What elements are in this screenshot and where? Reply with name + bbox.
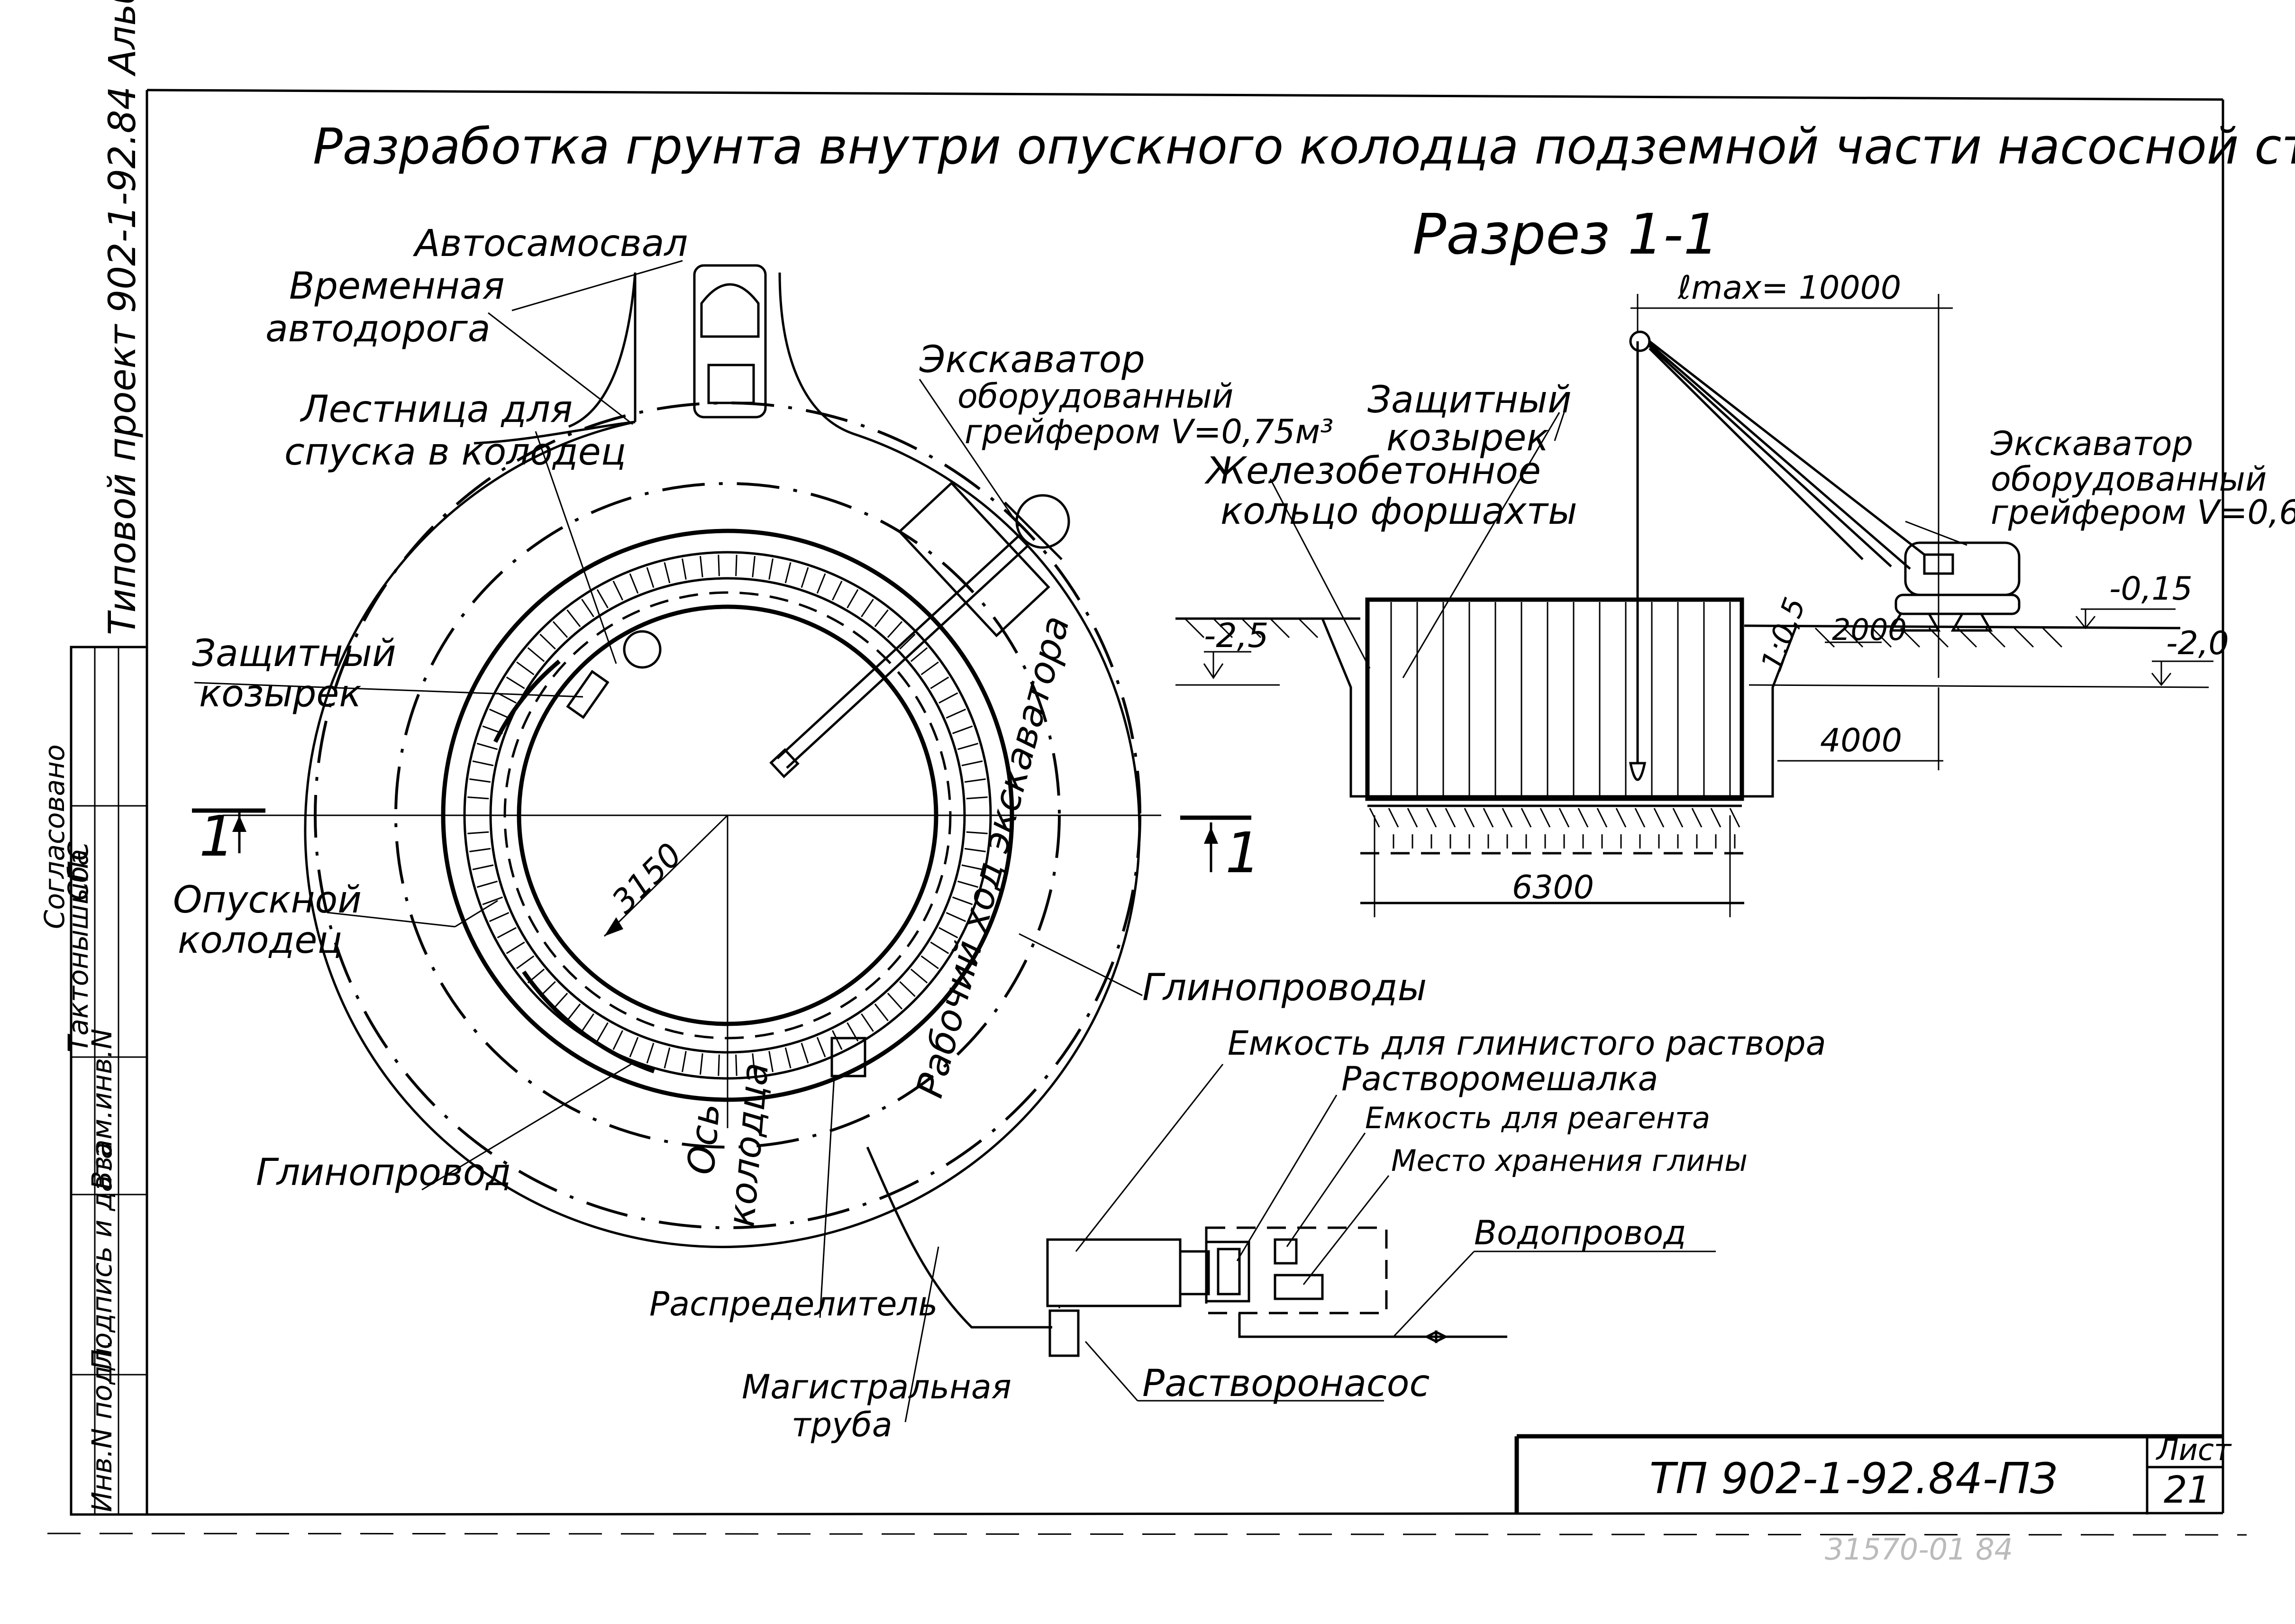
pump [1048,1309,1080,1357]
label-section-excavator-2: оборудованный [1991,460,2267,499]
label-excavator-2: оборудованный [957,377,1233,416]
protective-visor-arc [493,659,561,743]
clay-storage [1274,1274,1324,1300]
section-view [1175,294,2213,917]
label-main-pipe-2: труба [792,1405,892,1444]
label-mixer: Растворомешалка [1341,1059,1658,1098]
label-level-3: -2,5 [1204,616,1269,655]
label-visor-1: Защитный [192,632,396,675]
plan-view: 1 1 [192,260,1261,1423]
label-dump-truck: Автосамосвал [412,222,688,265]
document-code: ТП 902-1-92.84-ПЗ [1649,1454,2058,1504]
label-dim-6300: 6300 [1512,869,1594,906]
caisson-wall-hatch [467,555,988,1076]
side-stamp: Типовой проект 902-1-92.84 Альбом 1 Согл… [38,0,148,1516]
label-level-2: -2,0 [2166,625,2229,662]
cut-mark-right: 1 [1180,815,1261,885]
water-pipe [1238,1313,1507,1338]
label-section-ring-2: кольцо форшахты [1220,490,1577,533]
caisson-section [1365,597,1744,801]
label-dim-2000: 2000 [1832,612,1907,647]
sheet-label: Лист [2156,1432,2232,1467]
label-radius: 3150 [605,836,689,921]
label-temp-road-2: автодорога [265,308,491,350]
ladder-icon [623,630,662,669]
label-well-axis-2: колодца [720,1061,777,1229]
label-slope: 1:0,5 [1754,593,1812,675]
label-level-1: -0,15 [2109,570,2193,608]
label-section-excavator-1: Экскаватор [1990,424,2193,463]
dump-truck-icon [693,264,767,419]
label-excavator-3: грейфером V=0,75м³ [965,412,1333,451]
label-main-pipe-1: Магистральная [742,1368,1011,1406]
label-clay-storage: Место хранения глины [1391,1143,1748,1178]
label-section-excavator-3: грейфером V=0,65м³ [1991,493,2295,532]
main-pipe-line [866,1146,1052,1329]
label-section-ring-1: Железобетонное [1204,450,1541,493]
label-ladder-1: Лестница для [300,388,573,431]
svg-text:1: 1 [1225,820,1261,885]
cut-mark-left: 1 [192,803,265,869]
label-ladder-2: спуска в колодец [284,431,626,474]
label-clay-pipes: Глинопроводы [1142,967,1427,1009]
svg-text:1: 1 [199,803,235,869]
signature-date-stamp: Подпись и дата [86,1142,118,1370]
label-clay-tank: Емкость для глинистого раствора [1228,1024,1826,1063]
label-caisson-1: Опускной [173,879,362,921]
label-well-axis-1: Ось [680,1102,729,1177]
temporary-road [304,272,1141,1249]
inv-original-stamp: Инв.N подл. [86,1339,118,1512]
sheet-number: 21 [2164,1469,2211,1512]
org-stamp-2: Тактонышыба [62,849,94,1052]
label-visor-2: козырек [199,673,362,715]
visor-block [566,670,610,719]
mixing-plant [1046,1064,1716,1402]
label-section-visor-1: Защитный [1367,379,1572,421]
label-section-visor-2: козырек [1386,417,1549,459]
title-block [1514,1434,2223,1515]
label-reagent-tank: Емкость для реагента [1365,1101,1710,1135]
reagent-tank [1274,1238,1298,1265]
drawing-frame [47,89,2247,1536]
drawing-title: Разработка грунта внутри опускного колод… [313,118,2295,175]
label-caisson-2: колодец [178,919,342,962]
excavator-plan [769,481,1070,778]
clay-tank [1046,1238,1182,1307]
label-clay-pipe: Глинопровод [256,1151,511,1194]
label-distributor: Распределитель [649,1285,938,1323]
label-pump: Растворонасос [1142,1362,1430,1405]
org-stamp-1: СПС [62,841,94,901]
agreed-stamp: Согласовано [38,744,71,929]
section-title: Разрез 1-1 [1412,201,1719,267]
inv-replace-stamp: Взам.инв.N [86,1029,118,1190]
label-lmax: ℓmax= 10000 [1677,269,1901,307]
label-water-pipe: Водопровод [1474,1213,1686,1252]
crane-excavator [1629,330,2021,781]
label-temp-road-1: Временная [289,265,505,308]
label-excavator-1: Экскаватор [919,338,1145,381]
footer-faint-stamp: 31570-01 84 [1825,1532,2013,1567]
album-stamp: Типовой проект 902-1-92.84 Альбом 1 [101,0,144,635]
label-dim-4000: 4000 [1820,722,1902,759]
